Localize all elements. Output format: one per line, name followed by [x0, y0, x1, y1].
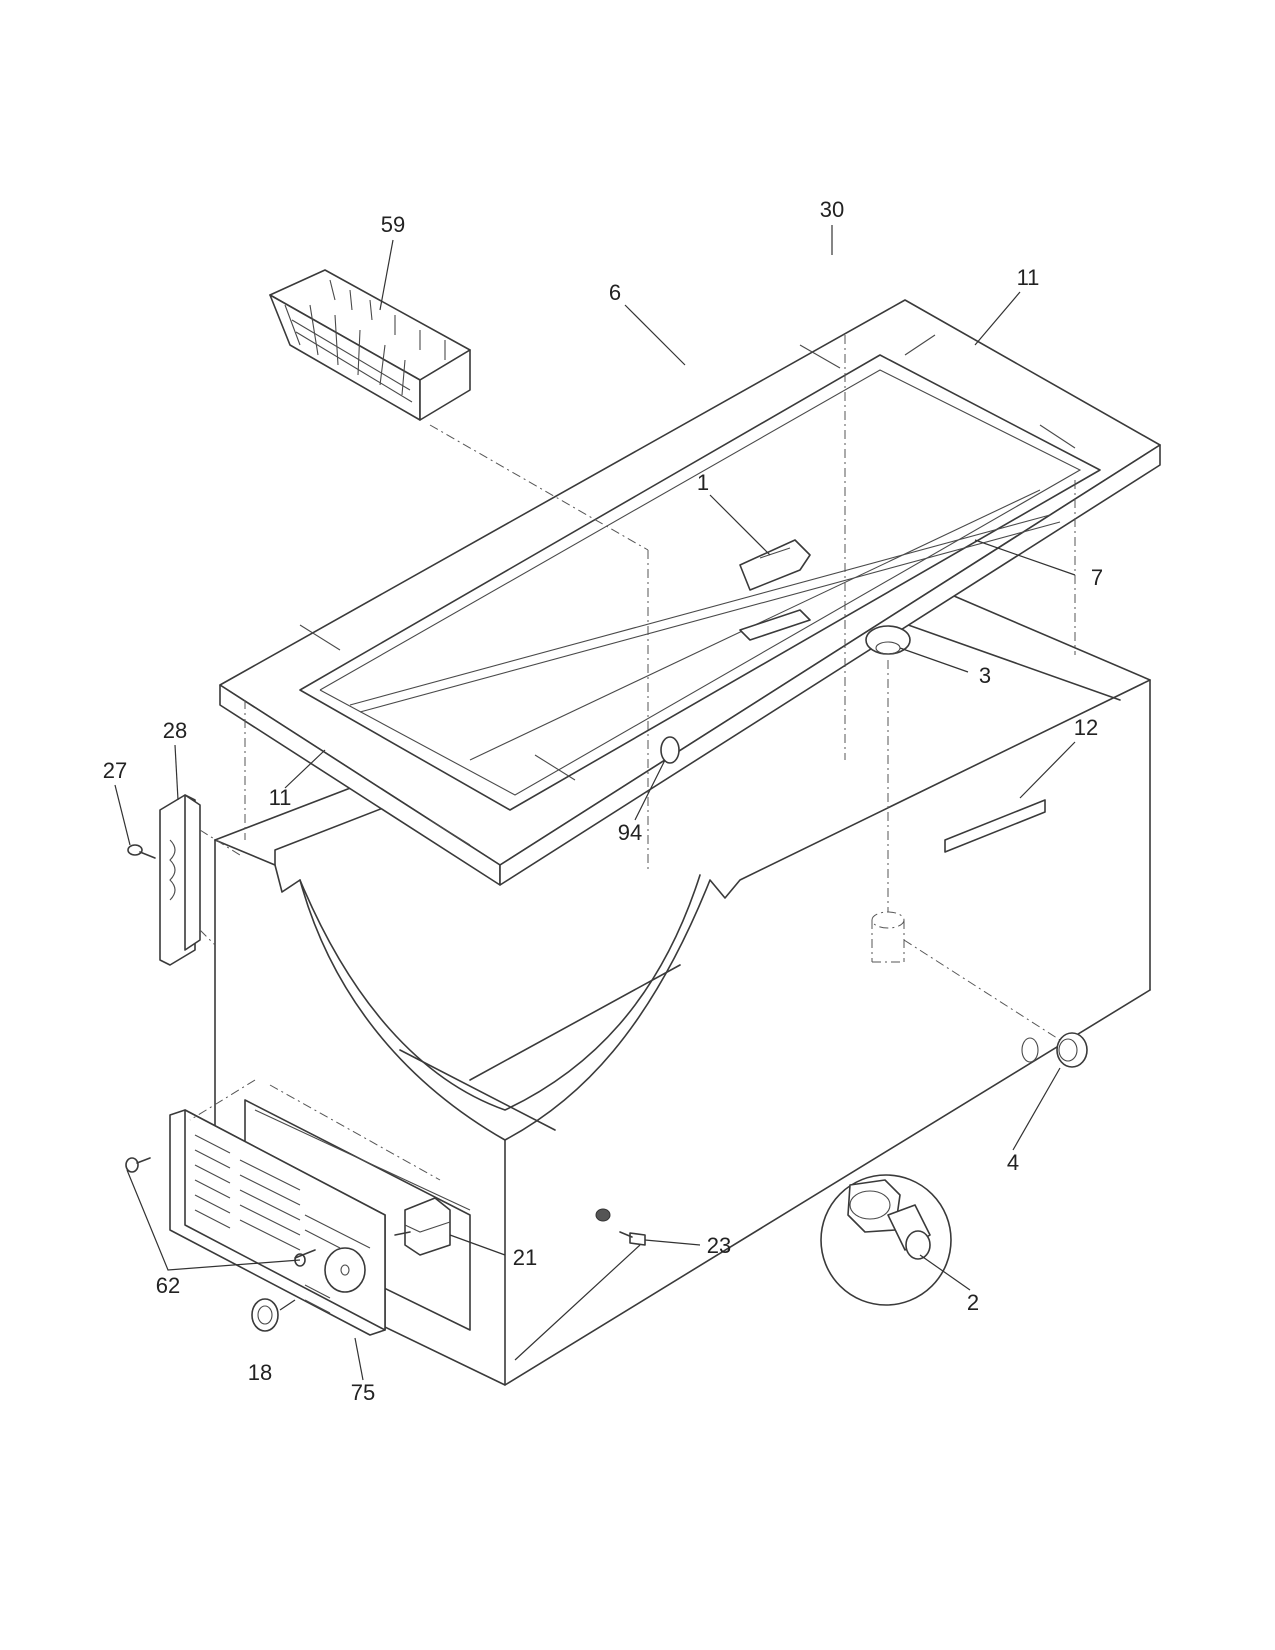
callout-75: 75 — [351, 1380, 375, 1405]
callout-94: 94 — [618, 820, 642, 845]
callout-11-top: 11 — [1017, 265, 1040, 290]
callout-21: 21 — [513, 1245, 537, 1270]
lid-handle — [739, 539, 811, 641]
callout-3: 3 — [979, 663, 991, 688]
callout-12: 12 — [1074, 715, 1098, 740]
callout-6: 6 — [609, 280, 621, 305]
hinge-assembly — [159, 794, 241, 966]
callout-labels: 59 30 6 11 1 7 3 12 28 27 11 94 4 21 23 … — [103, 197, 1103, 1405]
callout-4: 4 — [1007, 1150, 1019, 1175]
drain-plug-top — [865, 625, 911, 655]
callout-23: 23 — [707, 1233, 731, 1258]
hole-plug — [660, 736, 680, 764]
callout-30: 30 — [820, 197, 844, 222]
lid-frame — [219, 299, 1161, 886]
front-grille — [169, 1079, 441, 1336]
wire-basket — [269, 269, 471, 421]
callout-59: 59 — [381, 212, 405, 237]
hinge-screw — [127, 844, 156, 859]
drain-fitting — [871, 660, 1061, 1041]
callout-28: 28 — [163, 718, 187, 743]
callout-2: 2 — [967, 1290, 979, 1315]
callout-27: 27 — [103, 758, 127, 783]
drain-screw — [595, 1208, 646, 1246]
basket-projection — [429, 424, 649, 551]
leader-lines — [114, 225, 1076, 1381]
thermostat — [394, 1197, 451, 1256]
callout-1: 1 — [697, 470, 709, 495]
fitting-detail-circle — [820, 1174, 952, 1306]
drain-cap — [1056, 1032, 1088, 1068]
thermostat-knob — [251, 1298, 279, 1332]
callout-18: 18 — [248, 1360, 272, 1385]
callout-7: 7 — [1091, 565, 1103, 590]
callout-11-bottom: 11 — [269, 785, 292, 810]
callout-62: 62 — [156, 1273, 180, 1298]
